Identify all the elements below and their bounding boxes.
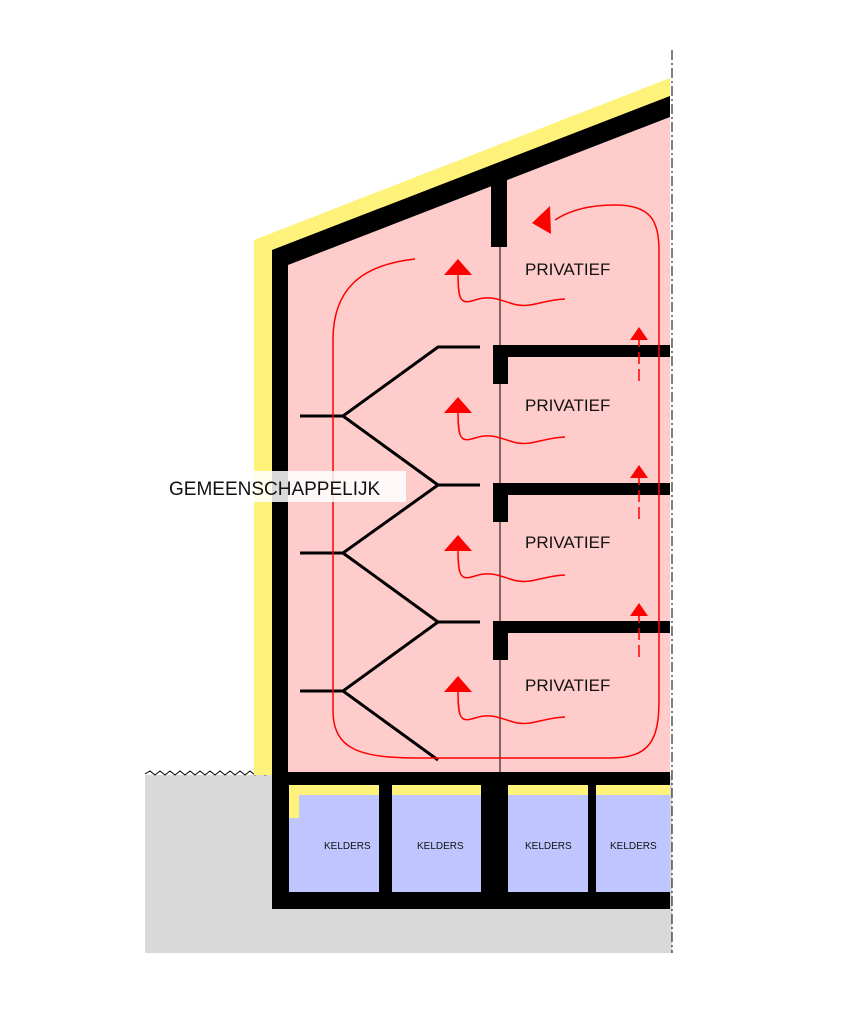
common-label-bg <box>163 471 406 502</box>
ground-line <box>144 770 273 776</box>
private-zone-label: PRIVATIEF <box>525 260 610 279</box>
private-zone-label: PRIVATIEF <box>525 533 610 552</box>
cellar-2 <box>392 795 481 892</box>
cellar-insulation <box>289 785 670 818</box>
arrow-up-icon <box>444 397 472 413</box>
airflow-arrows <box>332 204 660 759</box>
cellar-label: KELDERS <box>610 841 657 852</box>
private-zone-label: PRIVATIEF <box>525 396 610 415</box>
arrow-heads <box>444 206 648 692</box>
cellar-1 <box>289 795 379 892</box>
arrow-up-icon <box>630 603 648 616</box>
cellars <box>289 785 670 892</box>
top-wall-stub <box>491 180 507 247</box>
ground-floor-slab <box>272 772 670 788</box>
common-zone-label: GEMEENSCHAPPELIJK <box>169 479 380 500</box>
cellar-4 <box>596 795 670 892</box>
arrow-up-icon <box>444 259 472 275</box>
cellar-label: KELDERS <box>324 841 371 852</box>
arrow-up-icon <box>630 327 648 340</box>
floor-slabs <box>493 345 670 660</box>
staircase <box>300 345 480 762</box>
private-zone-label: PRIVATIEF <box>525 676 610 695</box>
cellar-3 <box>508 795 588 892</box>
private-common-zone <box>288 117 670 772</box>
circulation-loop <box>332 204 660 759</box>
arrow-up-icon <box>630 465 648 478</box>
arrow-left-icon <box>532 206 551 234</box>
cellar-label: KELDERS <box>417 841 464 852</box>
cellar-label: KELDERS <box>525 841 572 852</box>
arrow-up-icon <box>444 676 472 692</box>
arrow-up-icon <box>444 535 472 551</box>
